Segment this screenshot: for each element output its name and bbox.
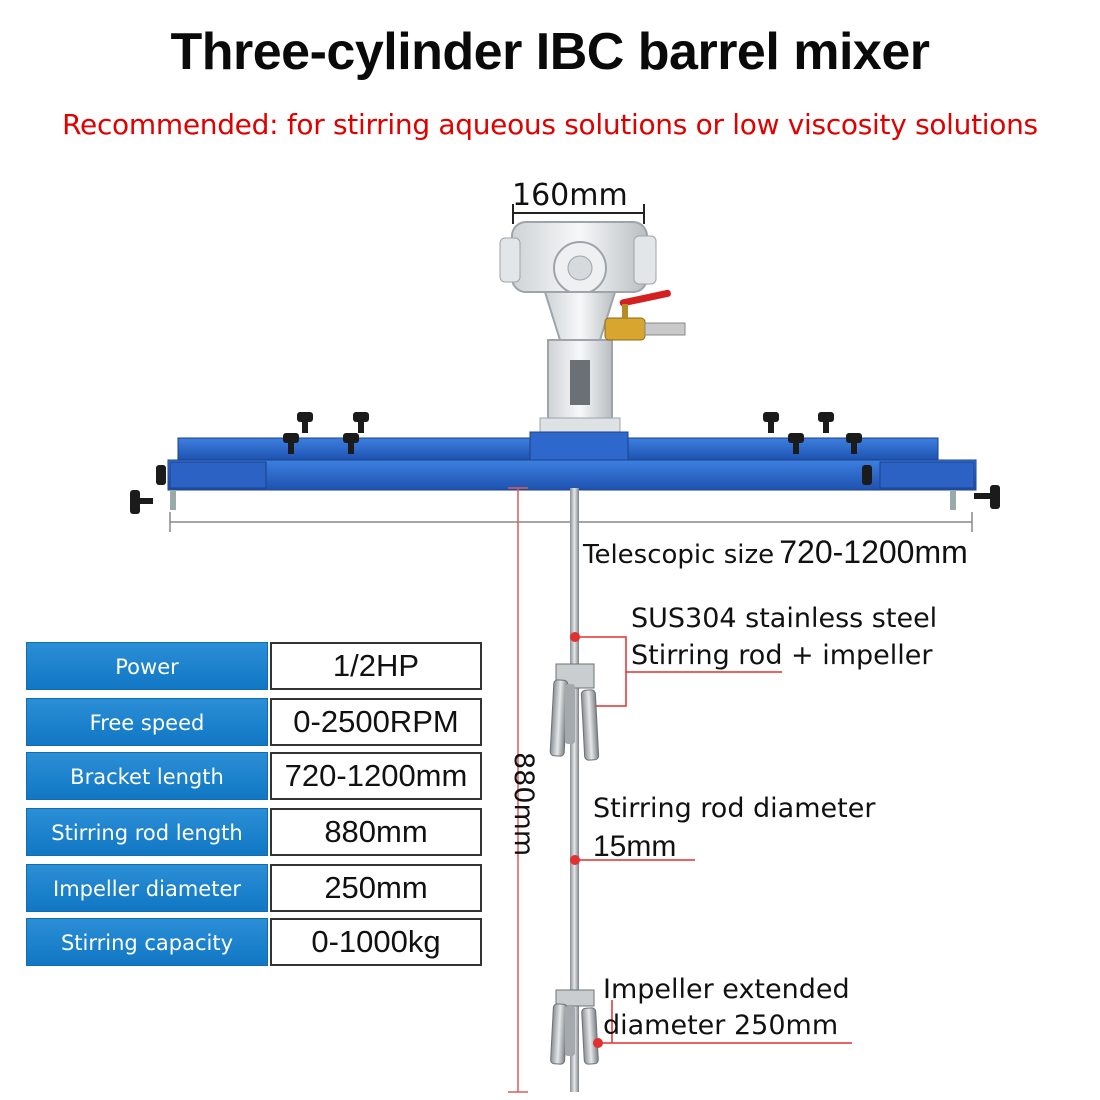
- impeller-callout-line2: diameter 250mm: [603, 1010, 839, 1041]
- spec-row-stirring-capacity: Stirring capacity 0-1000kg: [26, 918, 482, 966]
- bracket-front-beam: [167, 459, 977, 491]
- rod-height-dimension: [508, 487, 528, 1093]
- page-subtitle: Recommended: for stirring aqueous soluti…: [62, 108, 1038, 141]
- telescopic-label-text: Telescopic size: [583, 540, 775, 570]
- rod-height-label: 880mm: [508, 752, 539, 857]
- spec-label: Impeller diameter: [26, 864, 268, 912]
- rod-diameter-callout-line1: Stirring rod diameter: [593, 793, 876, 824]
- telescopic-value: 720-1200mm: [779, 534, 968, 570]
- motor-width-dimension: [512, 204, 645, 224]
- air-motor: [499, 221, 657, 435]
- spec-label: Stirring capacity: [26, 918, 268, 966]
- spec-value: 720-1200mm: [270, 752, 482, 800]
- upper-impeller: [549, 663, 600, 761]
- rod-diameter-callout-line2: 15mm: [593, 830, 677, 863]
- end-clamps: [170, 490, 956, 510]
- spec-label: Power: [26, 642, 268, 690]
- spec-label: Stirring rod length: [26, 808, 268, 856]
- mounting-plate: [529, 431, 629, 463]
- impeller-callout-line1: Impeller extended: [603, 974, 850, 1005]
- telescopic-label: Telescopic size 720-1200mm: [583, 534, 968, 571]
- spec-value: 250mm: [270, 864, 482, 912]
- spec-row-bracket-length: Bracket length 720-1200mm: [26, 752, 482, 800]
- knob-icons: [130, 412, 1000, 514]
- spec-row-impeller-diameter: Impeller diameter 250mm: [26, 864, 482, 912]
- spec-value: 880mm: [270, 808, 482, 856]
- spec-value: 0-1000kg: [270, 918, 482, 966]
- page-title: Three-cylinder IBC barrel mixer: [170, 23, 930, 81]
- spec-label: Bracket length: [26, 752, 268, 800]
- lower-impeller: [550, 989, 599, 1065]
- spec-row-stirring-rod-length: Stirring rod length 880mm: [26, 808, 482, 856]
- leader-dots: [570, 632, 603, 1048]
- material-callout-line1: SUS304 stainless steel: [631, 603, 938, 634]
- spec-row-free-speed: Free speed 0-2500RPM: [26, 698, 482, 746]
- spec-row-power: Power 1/2HP: [26, 642, 482, 690]
- air-valve: [604, 289, 686, 341]
- motor-width-label: 160mm: [512, 178, 628, 213]
- spec-label: Free speed: [26, 698, 268, 746]
- spec-value: 0-2500RPM: [270, 698, 482, 746]
- material-callout-line2: Stirring rod + impeller: [631, 640, 933, 671]
- spec-value: 1/2HP: [270, 642, 482, 690]
- stirring-rod: [570, 488, 579, 1092]
